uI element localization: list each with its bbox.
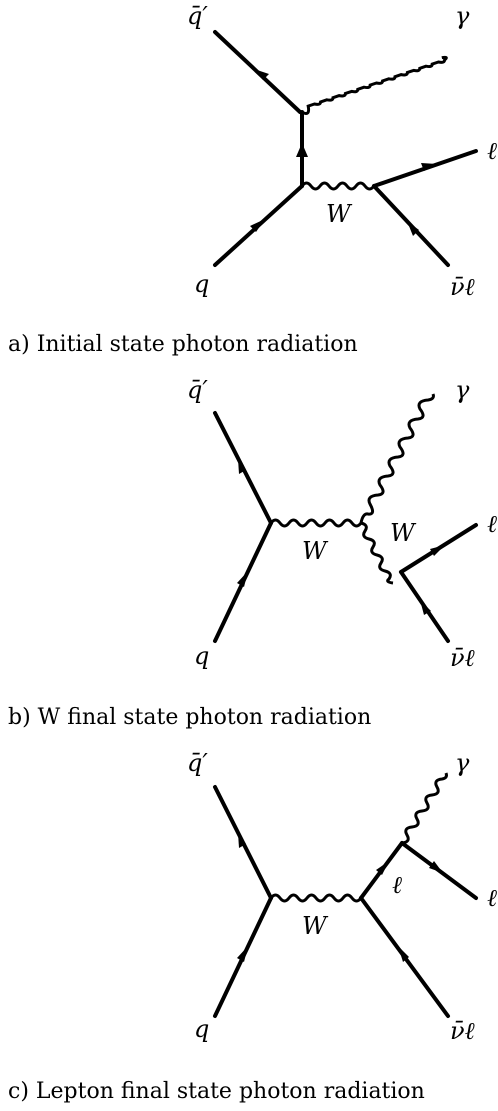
- antineutrino-arrow-a: [407, 221, 419, 236]
- internal-quark-arrow-a: [296, 143, 308, 157]
- antineutrino-label-a: ν̄ℓ: [450, 273, 475, 301]
- photon-line-c: [401, 772, 448, 845]
- antineutrino-label-c: ν̄ℓ: [450, 1017, 475, 1045]
- quark-label-b: q: [194, 642, 209, 670]
- diagram-c: q̄′ γ ℓ ℓ W q ν̄ℓ c) Lepton final state …: [8, 749, 497, 1104]
- antiquark-label-c: q̄′: [187, 749, 208, 777]
- lepton-arrow-a: [421, 163, 437, 171]
- w-boson-label-b2: W: [390, 519, 417, 547]
- w-boson-line-c: [269, 893, 363, 903]
- quark-arrow-b: [237, 571, 248, 587]
- quark-arrow-c: [237, 946, 248, 962]
- diagram-a: q̄′ γ ℓ W q ν̄ℓ a) Initial state photon …: [8, 2, 497, 357]
- lepton-arrow-c: [429, 861, 443, 873]
- antiquark-arrow-a: [254, 69, 269, 80]
- antiquark-label-a: q̄′: [187, 2, 208, 30]
- w-boson-label-c: W: [302, 912, 329, 940]
- photon-label-a: γ: [455, 2, 470, 30]
- photon-label-c: γ: [455, 749, 470, 777]
- w-boson-line-b2: [360, 521, 394, 585]
- caption-a: a) Initial state photon radiation: [8, 332, 358, 357]
- w-boson-label-b1: W: [302, 537, 329, 565]
- photon-line-b: [359, 393, 435, 524]
- photon-line-a: [301, 55, 448, 115]
- quark-arrow-a: [250, 219, 265, 232]
- quark-label-c: q: [194, 1015, 209, 1043]
- quark-label-a: q: [194, 270, 209, 298]
- antiquark-arrow-b: [238, 459, 246, 474]
- lepton-arrow-b: [430, 545, 445, 556]
- antiquark-label-b: q̄′: [187, 376, 208, 404]
- w-boson-line-b1: [269, 518, 363, 528]
- photon-label-b: γ: [455, 376, 470, 404]
- caption-c: c) Lepton final state photon radiation: [8, 1079, 425, 1104]
- antineutrino-arrow-c: [398, 946, 409, 962]
- antineutrino-arrow-b: [420, 600, 431, 615]
- internal-lepton-arrow-c: [376, 861, 389, 875]
- internal-lepton-label-c: ℓ: [392, 871, 402, 899]
- antineutrino-label-b: ν̄ℓ: [450, 644, 475, 672]
- lepton-label-b: ℓ: [487, 510, 497, 538]
- caption-b: b) W final state photon radiation: [8, 705, 371, 730]
- lepton-label-c: ℓ: [487, 884, 497, 912]
- diagram-b: q̄′ γ W W ℓ q ν̄ℓ b) W final state photo…: [8, 376, 497, 730]
- w-boson-line-a: [300, 181, 376, 191]
- antiquark-arrow-c: [238, 833, 246, 848]
- w-boson-label-a: W: [326, 200, 353, 228]
- lepton-label-a: ℓ: [487, 137, 497, 165]
